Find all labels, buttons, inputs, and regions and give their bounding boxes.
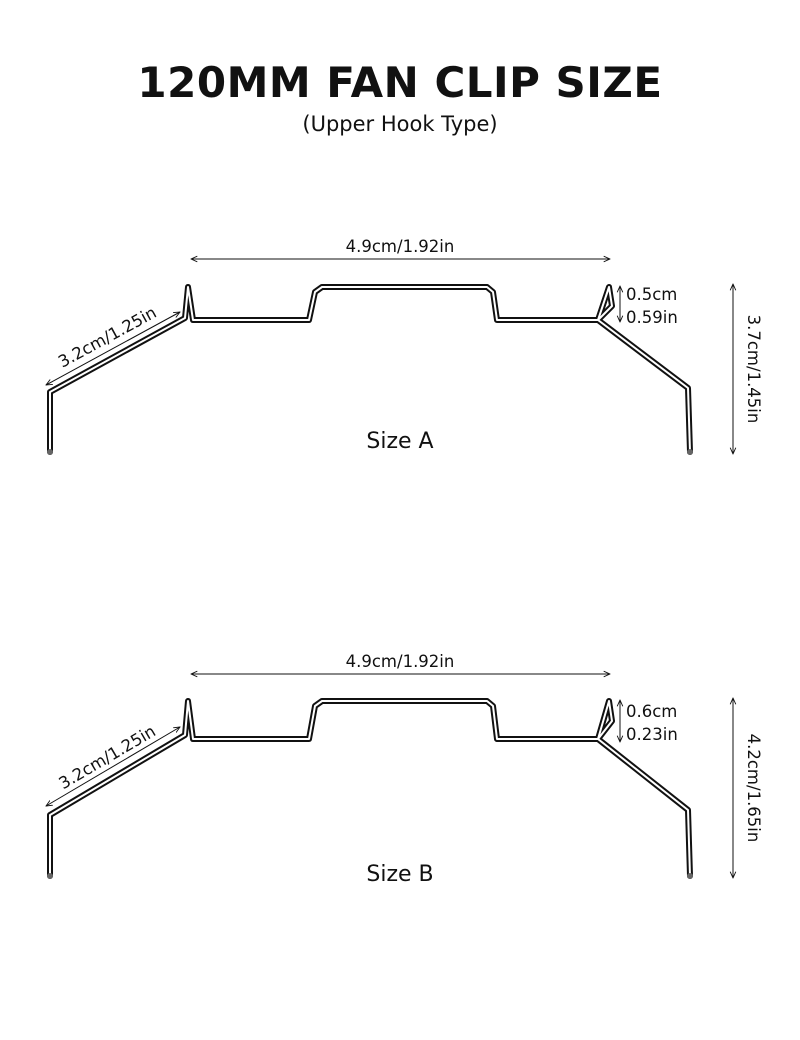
page-subtitle: (Upper Hook Type)	[302, 112, 498, 136]
width-label: 4.9cm/1.92in	[346, 237, 455, 256]
arm-dimension-arrow	[46, 312, 180, 385]
fan-clip-wire	[47, 284, 693, 455]
page-title: 120MM FAN CLIP SIZE	[137, 58, 663, 107]
clip-diagram-size-a: 4.9cm/1.92in 3.2cm/1.25in 0.5cm 0.59in 3…	[0, 237, 763, 455]
hook-in-label: 0.23in	[626, 725, 678, 744]
hook-cm-label: 0.6cm	[626, 702, 677, 721]
height-label: 4.2cm/1.65in	[744, 734, 763, 843]
width-label: 4.9cm/1.92in	[346, 652, 455, 671]
clip-diagram-size-b: 4.9cm/1.92in 3.2cm/1.25in 0.6cm 0.23in 4…	[0, 652, 763, 887]
hook-cm-label: 0.5cm	[626, 285, 677, 304]
height-label: 3.7cm/1.45in	[744, 315, 763, 424]
size-label: Size B	[366, 862, 433, 887]
fan-clip-wire	[47, 698, 693, 879]
hook-in-label: 0.59in	[626, 308, 678, 327]
arm-dimension-arrow	[46, 727, 180, 806]
size-label: Size A	[366, 429, 433, 454]
